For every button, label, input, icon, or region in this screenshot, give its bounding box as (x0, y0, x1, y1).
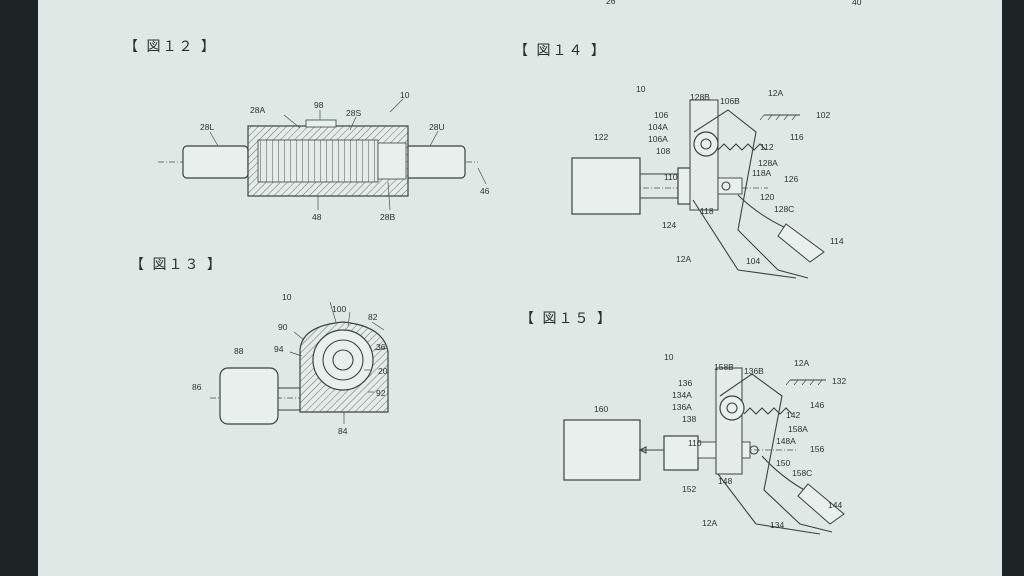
fig14-label-112: 112 (760, 142, 774, 152)
fig14-label-128A: 128A (758, 158, 778, 168)
fig12-label-28S: 28S (346, 108, 361, 118)
fig14-label-12A-bottom: 12A (676, 254, 691, 264)
fig14-label-118A: 118A (752, 168, 772, 178)
fig13-label-86: 86 (192, 382, 202, 392)
fig12-title: 【 図１２ 】 (124, 39, 217, 55)
fig14-label-106A: 106A (648, 134, 668, 144)
fig15-label-160: 160 (594, 404, 608, 414)
fig14-label-110: 110 (664, 172, 678, 182)
fig12-label-46: 46 (480, 186, 490, 196)
fig12-label-48: 48 (312, 212, 322, 222)
fig12-label-98: 98 (314, 100, 324, 110)
fig15-label-158B: 158B (714, 362, 734, 372)
fig14-label-128C: 128C (774, 204, 794, 214)
fig13-label-10: 10 (282, 292, 292, 302)
fig15-label-144: 144 (828, 500, 842, 510)
fig14-label-10: 10 (636, 84, 646, 94)
fig14-label-128B: 128B (690, 92, 710, 102)
fig15-label-12A: 12A (794, 358, 809, 368)
fig13-title: 【 図１３ 】 (130, 257, 223, 273)
fig13-label-82: 82 (368, 312, 378, 322)
fig15-label-110: 110 (688, 438, 702, 448)
fig12-label-28B: 28B (380, 212, 395, 222)
fig14-label-126: 126 (784, 174, 798, 184)
fig15-label-136B: 136B (744, 366, 764, 376)
fig14-label-116: 116 (790, 132, 804, 142)
fig15-label-146: 146 (810, 400, 824, 410)
fig13-label-92: 92 (376, 388, 386, 398)
fig15-label-148A: 148A (776, 436, 796, 446)
fig13-diagram: 10 100 82 90 94 36 20 88 86 92 84 (192, 292, 389, 436)
fig14-label-114: 114 (830, 236, 844, 246)
fig15-label-150: 150 (776, 458, 790, 468)
fig12-label-10: 10 (400, 90, 410, 100)
fig13-label-36: 36 (376, 342, 386, 352)
fig14-label-120: 120 (760, 192, 774, 202)
diagram-canvas: 26 40 10 28A 98 28S 28L 28U 46 (158, 0, 862, 535)
fig15-label-156: 156 (810, 444, 824, 454)
header-number-right: 40 (852, 0, 862, 7)
fig14-label-106B: 106B (720, 96, 740, 106)
fig13-label-84: 84 (338, 426, 348, 436)
fig15-label-134: 134 (770, 520, 784, 530)
screen: 【 図１２ 】 【 図１４ 】 【 図１３ 】 【 図１５ 】 26 40 (38, 0, 1002, 576)
fig15-label-142: 142 (786, 410, 800, 420)
fig15-label-10: 10 (664, 352, 674, 362)
fig15-label-158A: 158A (788, 424, 808, 434)
fig12-label-28L: 28L (200, 122, 214, 132)
fig15-title: 【 図１５ 】 (520, 311, 613, 327)
fig13-label-90: 90 (278, 322, 288, 332)
fig15-label-138: 138 (682, 414, 696, 424)
fig14-label-104A: 104A (648, 122, 668, 132)
fig14-label-104: 104 (746, 256, 760, 266)
fig15-label-158C: 158C (792, 468, 812, 478)
fig14-label-118: 118 (700, 206, 714, 216)
fig14-label-108: 108 (656, 146, 670, 156)
fig15-label-152: 152 (682, 484, 696, 494)
fig15-label-148: 148 (718, 476, 732, 486)
fig15-label-12A-bottom: 12A (702, 518, 717, 528)
fig14-title: 【 図１４ 】 (514, 43, 607, 59)
fig13-label-88: 88 (234, 346, 244, 356)
fig12-label-28A: 28A (250, 105, 265, 115)
fig13-label-94: 94 (274, 344, 284, 354)
fig12-label-28U: 28U (429, 122, 445, 132)
fig15-label-134A: 134A (672, 390, 692, 400)
fig14-label-124: 124 (662, 220, 676, 230)
fig13-label-20: 20 (378, 366, 388, 376)
fig14-label-102: 102 (816, 110, 830, 120)
fig14-label-122: 122 (594, 132, 608, 142)
fig13-label-100: 100 (332, 304, 346, 314)
fig15-label-136A: 136A (672, 402, 692, 412)
fig12-diagram: 10 28A 98 28S 28L 28U 46 48 28B (158, 90, 490, 222)
fig15-diagram: 10 158B 136B 12A 132 136 134A 136A 146 1… (563, 352, 846, 535)
fig14-label-106: 106 (654, 110, 668, 120)
fig14-label-12A: 12A (768, 88, 783, 98)
fig14-diagram: 10 128B 106B 12A 102 106 104A 106A 116 1… (571, 84, 844, 279)
fig15-label-136: 136 (678, 378, 692, 388)
header-number-left: 26 (606, 0, 616, 6)
fig15-label-132: 132 (832, 376, 846, 386)
